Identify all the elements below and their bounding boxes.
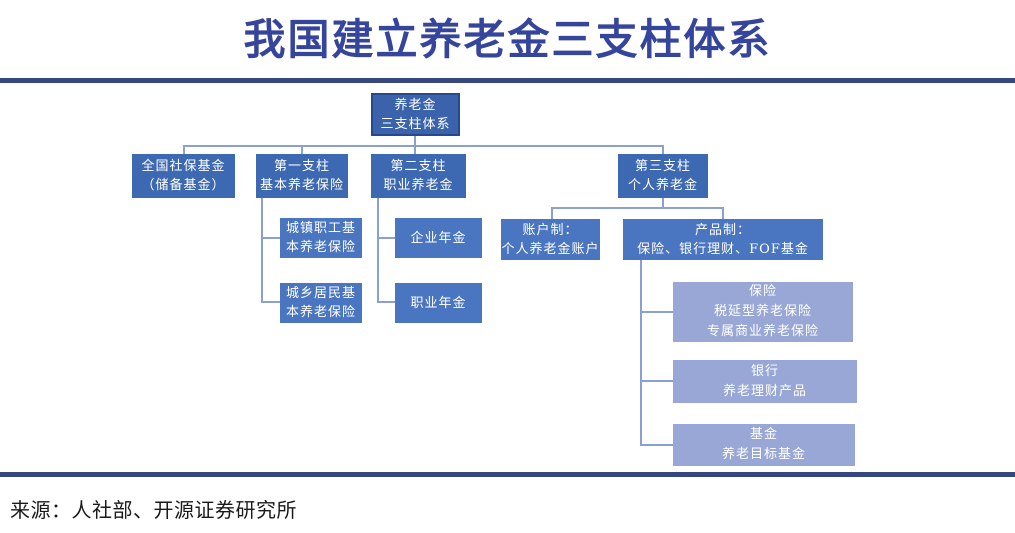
node-insurance-products: 保险 税延型养老保险 专属商业养老保险 [673, 282, 853, 342]
connector [640, 260, 642, 446]
node-label: 养老金 [394, 97, 437, 113]
node-label: 本养老保险 [285, 305, 356, 320]
node-bank-products: 银行 养老理财产品 [673, 360, 857, 403]
node-enterprise-annuity: 企业年金 [395, 218, 482, 258]
connector [414, 136, 416, 146]
node-national-social-security-fund: 全国社保基金 （储备基金） [132, 154, 235, 198]
node-label: 职业年金 [410, 295, 467, 311]
connector [640, 380, 673, 382]
node-pillar-2: 第二支柱 职业养老金 [371, 154, 466, 198]
node-label: 职业养老金 [383, 178, 454, 193]
connector [183, 145, 185, 155]
node-label: 第二支柱 [390, 159, 447, 174]
node-label: 第一支柱 [273, 159, 330, 174]
node-pillar-3: 第三支柱 个人养老金 [618, 154, 708, 198]
node-label: 税延型养老保险 [713, 304, 812, 319]
node-label: 基本养老保险 [259, 178, 344, 193]
node-label: 基金 [749, 427, 778, 442]
node-label: 个人养老金 [627, 178, 698, 193]
node-label: 城乡居民基 [285, 286, 356, 301]
node-pension-system-root: 养老金 三支柱体系 [371, 93, 460, 136]
node-occupational-annuity: 职业年金 [395, 283, 482, 323]
node-fund-products: 基金 养老目标基金 [673, 424, 855, 466]
node-urban-employee-basic-pension: 城镇职工基 本养老保险 [280, 218, 362, 258]
node-label: 专属商业养老保险 [706, 324, 819, 339]
connector [183, 145, 664, 147]
node-label: 城镇职工基 [285, 221, 356, 236]
node-label: 三支柱体系 [380, 116, 451, 132]
node-pillar-1: 第一支柱 基本养老保险 [256, 154, 348, 198]
connector [261, 237, 280, 239]
connector [301, 145, 303, 155]
connector [261, 301, 280, 303]
connector [377, 198, 379, 303]
connector [377, 301, 395, 303]
page-title: 我国建立养老金三支柱体系 [243, 16, 772, 63]
node-label: 产品制： [694, 222, 751, 238]
node-label: 养老理财产品 [722, 383, 807, 399]
node-label: 企业年金 [410, 230, 467, 246]
node-label: 本养老保险 [285, 240, 356, 255]
connector [551, 207, 724, 209]
connector [377, 237, 395, 239]
footer-separator-rule [0, 472, 1015, 477]
connector [414, 145, 416, 155]
node-label: （储备基金） [141, 178, 226, 193]
node-label: 全国社保基金 [141, 159, 226, 174]
node-label: 养老目标基金 [721, 447, 806, 462]
connector [640, 311, 673, 313]
connector [640, 444, 673, 446]
node-product-system: 产品制： 保险、银行理财、FOF基金 [623, 219, 823, 260]
connector [662, 197, 664, 208]
connector [662, 145, 664, 155]
title-separator-rule [0, 78, 1015, 83]
source-attribution: 来源：人社部、开源证券研究所 [10, 500, 297, 522]
node-label: 账户制： [522, 222, 579, 238]
node-label: 保险、银行理财、FOF基金 [637, 241, 809, 257]
node-label: 保险 [748, 284, 777, 299]
node-label: 银行 [750, 363, 779, 379]
node-account-system: 账户制： 个人养老金账户 [501, 219, 600, 260]
connector [261, 198, 263, 303]
connector [551, 207, 553, 219]
node-label: 第三支柱 [634, 159, 691, 174]
connector [722, 207, 724, 219]
node-urban-rural-resident-basic-pension: 城乡居民基 本养老保险 [280, 283, 362, 323]
node-label: 个人养老金账户 [501, 241, 600, 257]
